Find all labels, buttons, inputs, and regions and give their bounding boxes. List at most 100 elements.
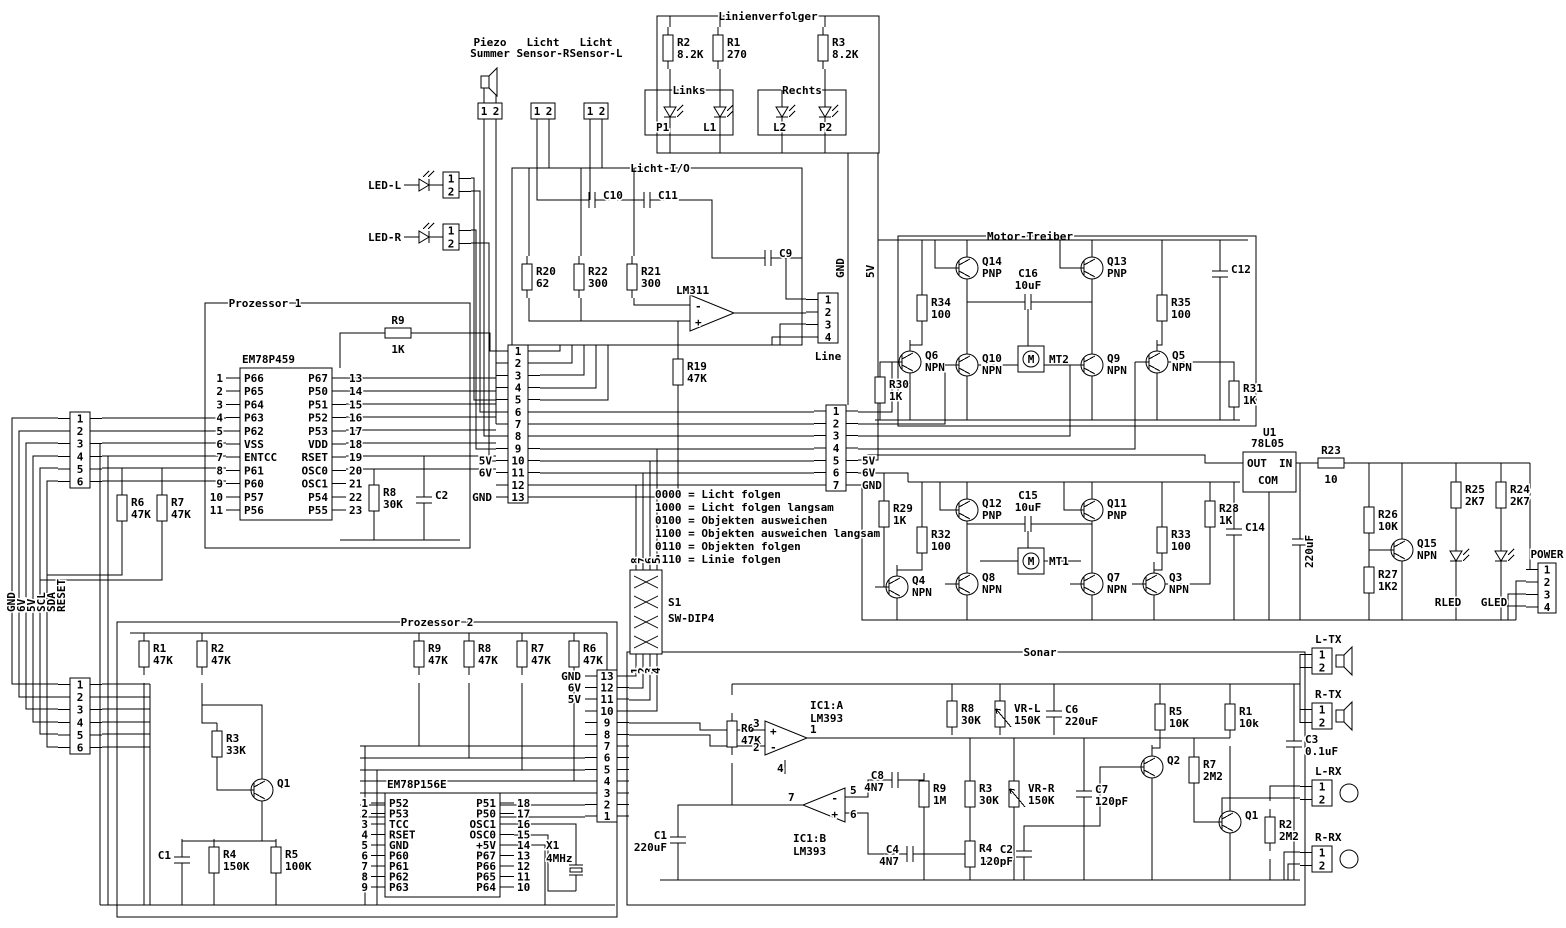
wire (1283, 851, 1300, 880)
ic-pin-name: VDD (308, 438, 328, 451)
connector-pin: 1 (1319, 704, 1326, 717)
connector-pin: 3 (833, 430, 840, 443)
diode-gled (1494, 550, 1508, 562)
transistor-name: Q3 (1169, 571, 1182, 584)
ic-pin-name: P63 (389, 881, 409, 894)
resistor-value: 33K (226, 744, 246, 757)
text-label: IC1:B (793, 832, 826, 845)
text-label: 4MHz (546, 852, 573, 865)
resistor-name: R5 (1169, 705, 1182, 718)
transistor-type: PNP (1107, 509, 1127, 522)
ic-pin-name: P65 (244, 385, 264, 398)
wire (1168, 361, 1235, 373)
ic-pin-number: 6 (361, 850, 368, 863)
wire (1221, 812, 1234, 820)
ic-pin-name: P66 (476, 860, 496, 873)
opamp-ic1b-lm393 (801, 787, 846, 823)
wire (411, 332, 496, 352)
section-box-prozessor-1 (204, 302, 471, 549)
resistor-value: 2K7 (1465, 495, 1485, 508)
cap-name: C2 (1000, 843, 1013, 856)
resistor-name: R8 (383, 486, 396, 499)
connector-pin: 13 (600, 670, 613, 683)
x1-crystal (569, 867, 583, 873)
resistor-name: R1 (1239, 705, 1253, 718)
transistor-type: NPN (912, 586, 932, 599)
resistor-name: R22 (588, 265, 608, 278)
wire (1507, 554, 1515, 562)
transistor-type: NPN (1107, 583, 1127, 596)
wire (1083, 500, 1096, 508)
cap-name: C14 (1245, 521, 1265, 534)
ic-pin-name: P62 (389, 871, 409, 884)
connector-pin: 3 (77, 438, 84, 451)
wire (25, 442, 58, 710)
wire (629, 654, 644, 689)
resistor-value: 1K (1219, 514, 1233, 527)
text-label: GND (834, 258, 847, 278)
connector-pin: 4 (77, 716, 84, 729)
wire (1269, 785, 1300, 801)
r-rx-connector (1311, 845, 1333, 873)
wire (1221, 824, 1234, 832)
resistor-r26 (1363, 506, 1375, 534)
connector-pin: 10 (600, 705, 613, 718)
resistor-r6 (116, 494, 128, 522)
connector-net-label: 6V (479, 467, 493, 480)
wire (536, 119, 571, 201)
resistor-r9 (413, 640, 425, 668)
ic-pin-name: P65 (476, 871, 496, 884)
wire (1507, 593, 1526, 620)
text-label: 5V (864, 264, 877, 278)
dip-pin-number: 1 (629, 667, 642, 674)
wire (858, 454, 1243, 464)
resistor-name: R19 (687, 360, 707, 373)
connector-net-label: GND (472, 491, 492, 504)
transistor-name: Q7 (1107, 571, 1120, 584)
text-label: 5 (850, 784, 857, 797)
resistor-name: R24 (1510, 483, 1530, 496)
ic-pin-name: VSS (244, 438, 264, 451)
transistor-type: NPN (982, 583, 1002, 596)
resistor-value: 10 (1324, 473, 1337, 486)
ic-pin-name: P61 (389, 860, 409, 873)
text-label: X1 (546, 839, 560, 852)
connector-pin: 1 (604, 810, 611, 823)
transistor-name: Q1 (1245, 809, 1259, 822)
motor-m: M (1028, 555, 1035, 568)
resistor-value: 1K (889, 390, 903, 403)
resistor-name: R2 (677, 36, 690, 49)
resistor-name: R25 (1465, 483, 1485, 496)
ic-pin-name: P50 (308, 385, 328, 398)
connector-pin: 4 (833, 442, 840, 455)
ic-pin-name: P61 (244, 464, 264, 477)
ic-pin-number: 16 (517, 818, 531, 831)
resistor-name: R2 (1279, 818, 1292, 831)
pot-name: VR-R (1028, 782, 1055, 795)
diode-l1-led (713, 106, 727, 118)
wire (1193, 791, 1208, 823)
resistor-r2 (196, 640, 208, 668)
ic-pin-number: 17 (517, 808, 530, 821)
wire (253, 792, 266, 800)
connector-pin: 1 (1319, 649, 1326, 662)
resistor-r32 (916, 526, 928, 554)
resistor-r3 (964, 780, 976, 808)
wire (1515, 580, 1526, 620)
wire (40, 529, 163, 581)
wire (858, 365, 946, 425)
ic-pin-number: 16 (349, 412, 363, 425)
cap-name: C9 (779, 247, 792, 260)
r-tx-speaker (1335, 709, 1345, 723)
connector-pin: 4 (604, 775, 611, 788)
section-box-links (644, 89, 734, 136)
ic-pin-name: RSET (302, 451, 329, 464)
wire (958, 367, 971, 375)
s1-dip-switch-switch (633, 635, 659, 649)
resistor-value: 10k (1239, 717, 1259, 730)
resistor-value: 100 (1171, 308, 1191, 321)
resistor-value: 1K (893, 514, 907, 527)
resistor-name: R1 (727, 36, 741, 49)
wire (1009, 788, 1026, 808)
